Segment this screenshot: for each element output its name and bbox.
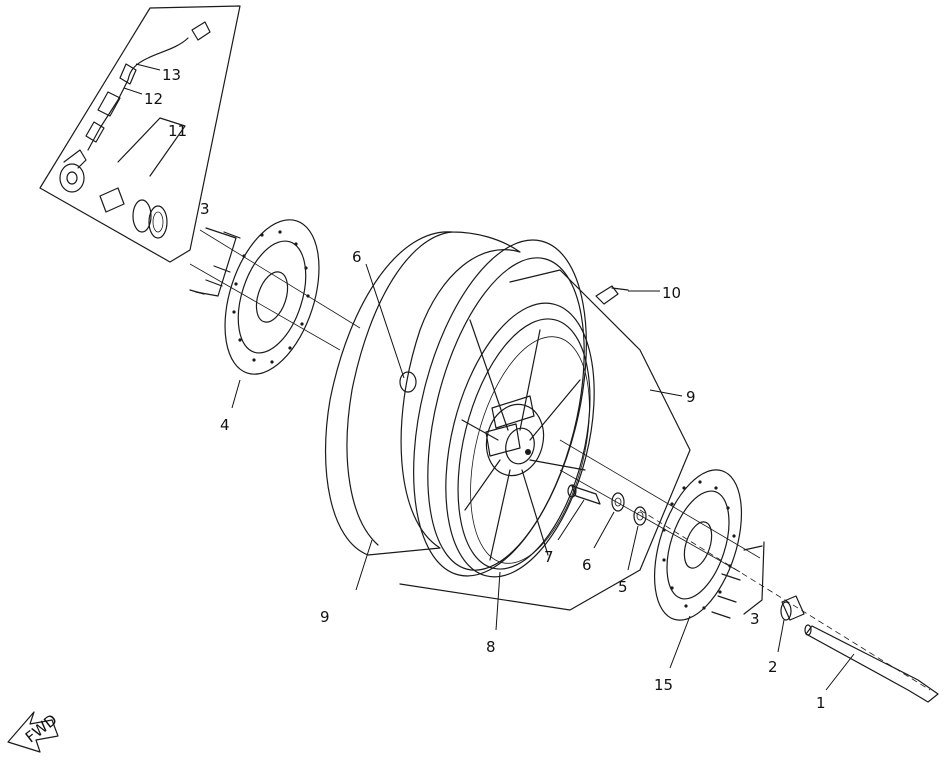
callout-6-left: 6 — [352, 248, 362, 266]
wheel-assembly-bracket — [399, 269, 691, 611]
callout-3-right: 3 — [750, 610, 760, 628]
callout-13: 12 — [144, 90, 163, 108]
callout-9: 9 — [320, 608, 330, 626]
callout-15: 15 — [654, 676, 673, 694]
callout-10: 9 — [686, 388, 696, 406]
callout-3-left: 3 — [200, 200, 210, 218]
callout-14: 13 — [162, 66, 181, 84]
left-brake-disc — [224, 219, 320, 375]
axle-and-collar — [780, 595, 939, 703]
right-hub-parts — [567, 484, 647, 526]
right-disc-bolts — [711, 541, 765, 619]
tire-valve — [595, 285, 660, 305]
callout-2: 2 — [768, 658, 778, 676]
front-tire — [325, 231, 595, 578]
callouts: 13 12 11 3 4 6 10 9 7 6 5 9 8 3 2 15 1 — [123, 63, 855, 712]
fwd-label: FWD — [22, 711, 61, 747]
callout-5: 5 — [618, 578, 628, 596]
callout-6-right: 6 — [582, 556, 592, 574]
callout-1: 1 — [816, 694, 826, 712]
axle-centerline — [189, 229, 931, 691]
callout-11: 10 — [662, 284, 681, 302]
callout-8: 8 — [486, 638, 496, 656]
callout-12: 11 — [168, 122, 187, 140]
callout-7: 7 — [544, 548, 554, 566]
left-disc-bolts — [189, 227, 241, 297]
right-brake-disc — [653, 469, 743, 621]
sensor-cable-assembly — [39, 5, 241, 263]
forward-direction-arrow: FWD — [7, 711, 61, 753]
callout-4: 4 — [220, 416, 230, 434]
